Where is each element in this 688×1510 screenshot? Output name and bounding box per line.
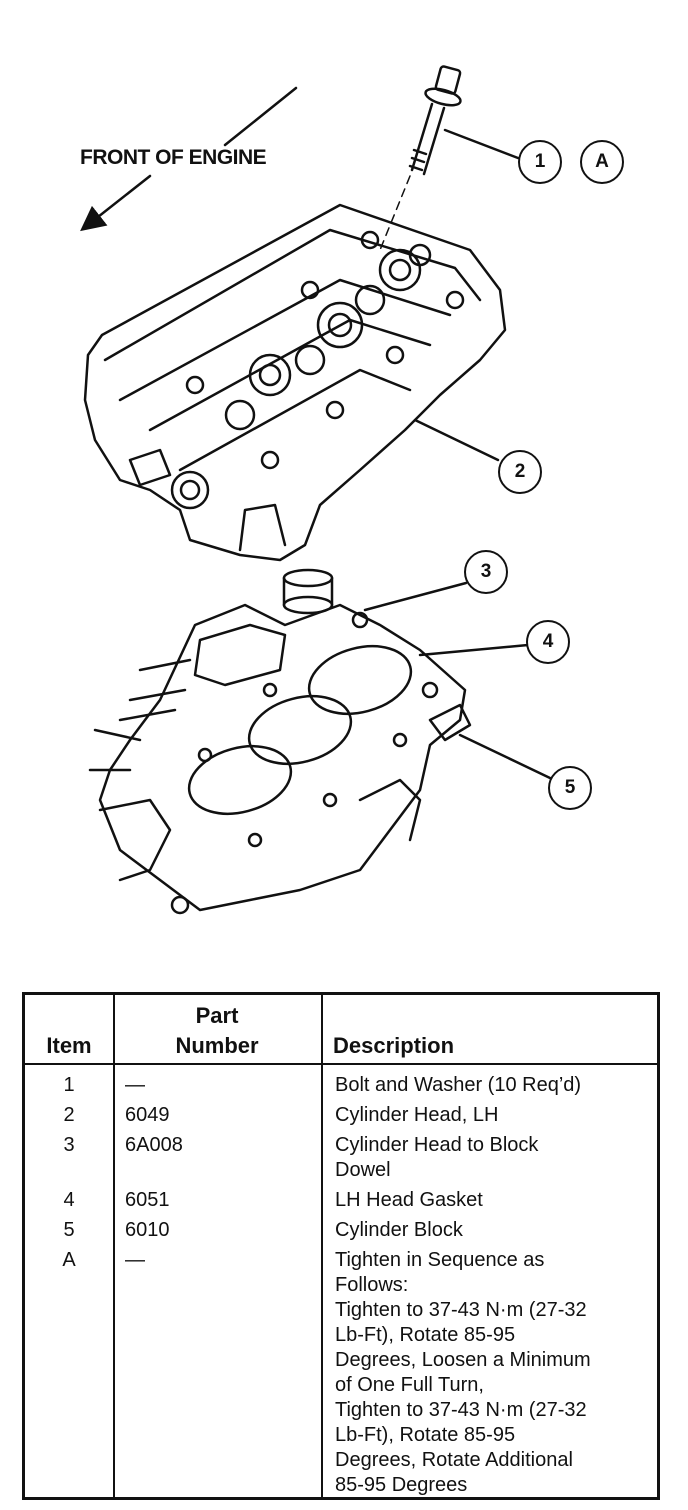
callout-2: 2 — [498, 450, 542, 494]
description-cell: Cylinder Head to Block Dowel — [335, 1134, 539, 1181]
leader-3 — [363, 581, 468, 612]
front-arrow-line — [223, 86, 298, 147]
callout-1: 1 — [518, 140, 562, 184]
part-number-cell: 6010 — [125, 1219, 170, 1241]
item-cell: 4 — [63, 1189, 75, 1211]
item-cell: 2 — [63, 1104, 75, 1126]
head-gasket-and-block — [88, 603, 472, 915]
leader-4 — [418, 643, 530, 657]
item-cell: 5 — [63, 1219, 75, 1241]
part-number-cell: 6049 — [125, 1104, 170, 1126]
column-divider — [113, 995, 115, 1497]
engine-exploded-diagram — [80, 65, 552, 915]
parts-legend-table: Item Part Number Description 1 — Bolt an… — [22, 992, 660, 1500]
description-cell: Cylinder Block — [335, 1219, 463, 1241]
part-number-cell: — — [125, 1074, 145, 1096]
description-cell: LH Head Gasket — [335, 1189, 483, 1211]
leader-5 — [458, 733, 552, 780]
header-part-number: Part Number — [175, 1003, 259, 1058]
column-divider — [321, 995, 323, 1497]
item-cell: 1 — [63, 1074, 75, 1096]
part-number-cell: — — [125, 1249, 145, 1271]
front-of-engine-label: FRONT OF ENGINE — [80, 146, 267, 169]
leader-1 — [443, 128, 520, 160]
callout-3: 3 — [464, 550, 508, 594]
item-cell: 3 — [63, 1134, 75, 1156]
part-number-cell: 6051 — [125, 1189, 170, 1211]
description-cell: Cylinder Head, LH — [335, 1104, 499, 1126]
front-arrow — [80, 174, 152, 232]
bolt-and-washer — [379, 65, 462, 251]
callout-4: 4 — [526, 620, 570, 664]
cylinder-head-lh — [83, 203, 507, 562]
description-cell: Bolt and Washer (10 Req’d) — [335, 1074, 582, 1096]
callout-5: 5 — [548, 766, 592, 810]
part-number-cell: 6A008 — [125, 1134, 183, 1156]
header-item: Item — [46, 1033, 92, 1058]
dowel — [282, 568, 334, 615]
item-cell: A — [62, 1249, 76, 1271]
callout-a: A — [580, 140, 624, 184]
header-description: Description — [333, 1033, 455, 1058]
description-cell: Tighten in Sequence as Follows: Tighten … — [335, 1249, 591, 1496]
header-divider — [25, 1063, 657, 1065]
leader-2 — [413, 418, 500, 462]
